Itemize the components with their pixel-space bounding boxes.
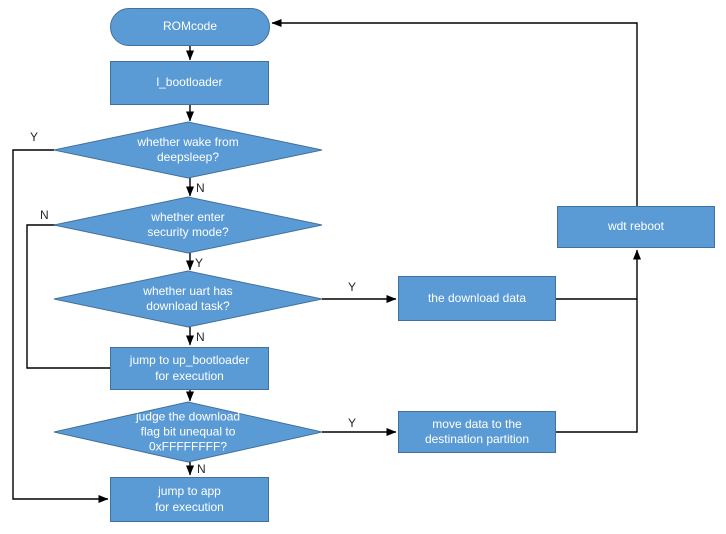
node-jump-app: jump to app for execution bbox=[110, 477, 269, 522]
connector-movedata-to-wdtreboot bbox=[556, 249, 641, 433]
connector-wdtreboot-to-romcode bbox=[271, 19, 638, 206]
node-romcode: ROMcode bbox=[110, 8, 270, 46]
decision-security-mode-label: whether enter security mode? bbox=[147, 210, 229, 239]
decision-wake-from-deepsleep-shape bbox=[53, 121, 323, 179]
node-l-bootloader-label: l_bootloader bbox=[156, 75, 223, 90]
decision-uart-download-task-shape bbox=[53, 270, 323, 328]
node-download-data: the download data bbox=[398, 276, 556, 321]
decision-security-mode: whether enter security mode? bbox=[93, 210, 283, 240]
edge-label-security-no: N bbox=[40, 208, 49, 222]
node-jump-app-label: jump to app for execution bbox=[155, 484, 224, 514]
node-wdt-reboot-label: wdt reboot bbox=[607, 219, 665, 234]
connector-security-no-to-upbootloader bbox=[26, 224, 110, 369]
edge-label-wake-no: N bbox=[196, 181, 205, 195]
connector-wake-yes-to-jumpapp bbox=[12, 149, 109, 503]
node-move-data-label: move data to the destination partition bbox=[424, 416, 530, 446]
decision-uart-download-task-label: whether uart has download task? bbox=[143, 284, 233, 313]
edge-label-security-yes: Y bbox=[195, 256, 204, 270]
edge-label-uart-yes: Y bbox=[348, 280, 357, 294]
node-move-data: move data to the destination partition bbox=[398, 411, 556, 453]
decision-download-flag-shape bbox=[53, 401, 323, 463]
edge-label-wake-yes: Y bbox=[30, 130, 39, 144]
node-jump-up-bootloader-label: jump to up_bootloader for execution bbox=[129, 353, 250, 383]
node-download-data-label: the download data bbox=[427, 290, 527, 305]
node-romcode-label: ROMcode bbox=[162, 19, 218, 34]
decision-download-flag: judge the download flag bit unequal to 0… bbox=[93, 410, 283, 455]
decision-download-flag-label: judge the download flag bit unequal to 0… bbox=[135, 409, 241, 454]
node-jump-up-bootloader: jump to up_bootloader for execution bbox=[110, 347, 269, 390]
edge-label-flag-yes: Y bbox=[348, 416, 357, 430]
decision-wake-from-deepsleep-label: whether wake from deepsleep? bbox=[137, 135, 239, 164]
decision-wake-from-deepsleep: whether wake from deepsleep? bbox=[93, 135, 283, 165]
edge-label-uart-no: N bbox=[196, 330, 205, 344]
node-wdt-reboot: wdt reboot bbox=[557, 206, 715, 248]
edge-label-flag-no: N bbox=[197, 462, 206, 476]
decision-security-mode-shape bbox=[53, 196, 323, 254]
decision-uart-download-task: whether uart has download task? bbox=[93, 284, 283, 314]
node-l-bootloader: l_bootloader bbox=[110, 61, 269, 105]
